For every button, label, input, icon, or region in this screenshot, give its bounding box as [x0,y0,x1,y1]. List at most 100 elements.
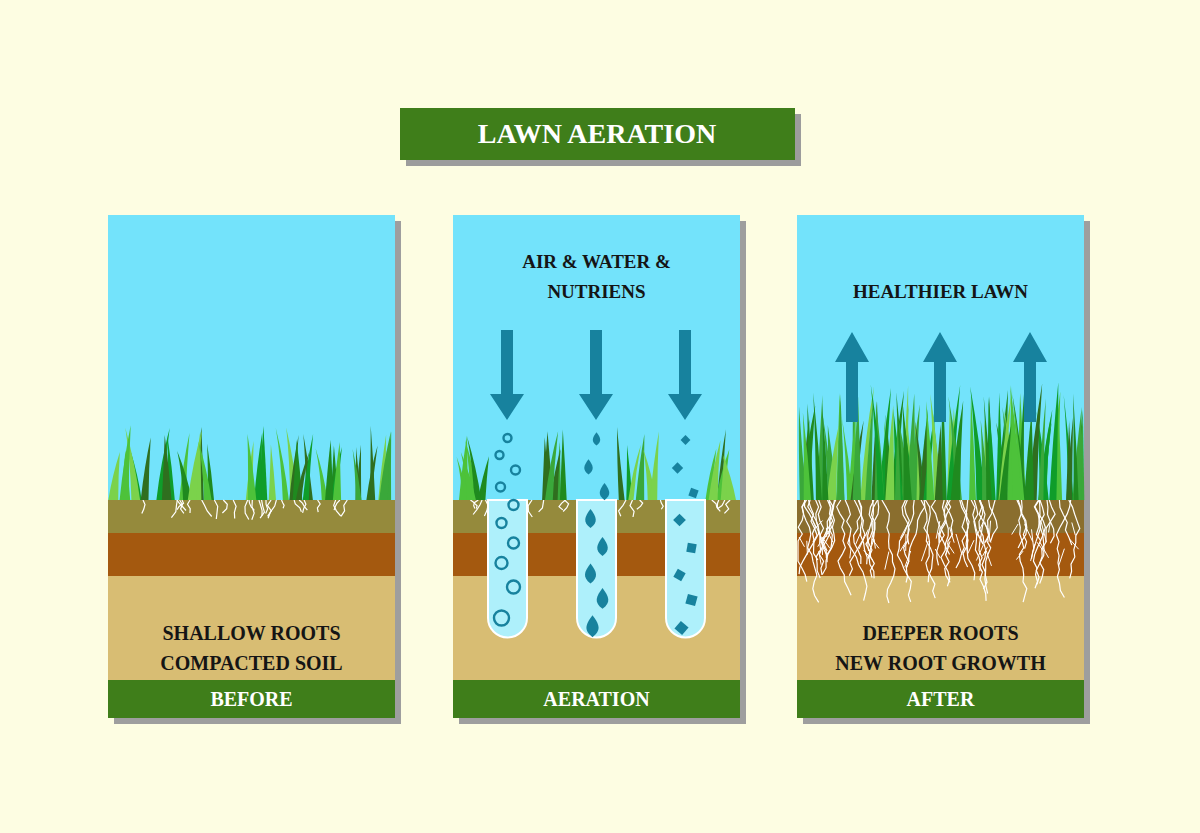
grass-blade [1010,385,1022,500]
grass-blade [865,397,873,500]
root [1059,549,1065,566]
nutrient-granule [686,543,696,553]
aeration-hole [666,500,705,638]
sky [453,215,740,500]
root [245,500,249,520]
grass-blade [276,428,289,500]
grass-blade [827,425,839,500]
stage-label: AFTER [805,687,1076,711]
root [268,500,276,518]
root [897,500,909,583]
root [864,550,873,560]
root [858,500,867,564]
root [935,549,940,558]
air-bubble [509,500,519,510]
root [1012,524,1018,535]
root [171,500,177,518]
root [956,500,968,568]
stage-label: BEFORE [116,687,387,711]
aeration-hole [488,500,527,638]
grass-blade [813,393,822,500]
root [984,500,996,589]
root [849,500,865,576]
nutrient-granule [685,594,697,606]
grass-blade [141,437,151,500]
subsoil [797,576,1084,680]
root [637,500,643,509]
root [1059,500,1071,545]
root [885,552,889,570]
root [1018,500,1027,548]
grass-blade [951,401,964,500]
root [977,522,983,536]
grass-blade [935,425,943,501]
air-bubble [497,518,507,528]
root [823,500,834,558]
nutrient-granule [672,462,683,473]
water-drop [593,432,600,445]
stage-panel: SHALLOW ROOTSCOMPACTED SOILBEFORE [108,215,395,718]
air-bubble [496,451,504,459]
grass-blade [926,401,934,500]
root [214,500,217,519]
nutrient-granule [673,514,686,527]
root [233,500,236,519]
root [266,500,268,513]
root [816,500,823,578]
nutrient-granule [688,488,698,498]
air-bubble [511,466,520,475]
grass-blade [803,412,811,500]
grass-blade [120,425,131,500]
grass-blade [333,442,341,500]
grass-blade [822,403,828,500]
air-bubble [507,581,520,594]
root [1032,500,1045,559]
grass-blade [999,395,1012,500]
title-banner: LAWN AERATION [400,108,795,160]
root [798,500,807,582]
root [799,500,819,574]
panel-caption: COMPACTED SOIL [116,651,387,675]
aeration-holes [488,432,705,637]
down-arrow [490,330,524,420]
root [303,500,306,513]
root [1047,500,1054,543]
grass-blade [162,435,172,500]
grass-blade [545,431,558,500]
soil-layer [108,533,395,576]
root [724,500,730,513]
root [630,500,634,517]
root [334,500,341,516]
nutrient-granule [673,569,685,581]
grass-blade [903,403,912,500]
grass-blade [984,396,992,500]
panel-heading: HEALTHIER LAWN [801,277,1081,307]
water-drop [600,483,609,500]
grass-blade [198,441,211,500]
root [826,529,832,542]
root [528,500,532,517]
grass-blade [370,426,375,500]
air-bubble [494,611,509,626]
root [473,500,482,515]
grass-blade [860,386,874,500]
footer-bar [797,680,1084,718]
air-bubble [504,434,512,442]
root [925,500,933,582]
grass-blade [1024,411,1034,500]
grass-blade [628,445,641,501]
root [936,521,940,539]
grass-blade [1038,398,1046,500]
root [941,500,950,586]
root [341,500,347,516]
root [809,500,818,542]
root [940,500,951,542]
grass-blade [1073,393,1079,500]
grass-blade [325,440,333,500]
root [872,539,879,549]
root [1017,500,1027,602]
panel-heading: AIR & WATER & NUTRIENS [510,247,684,307]
air-bubble [508,538,519,549]
root [900,541,906,551]
grass-blade [269,445,276,500]
